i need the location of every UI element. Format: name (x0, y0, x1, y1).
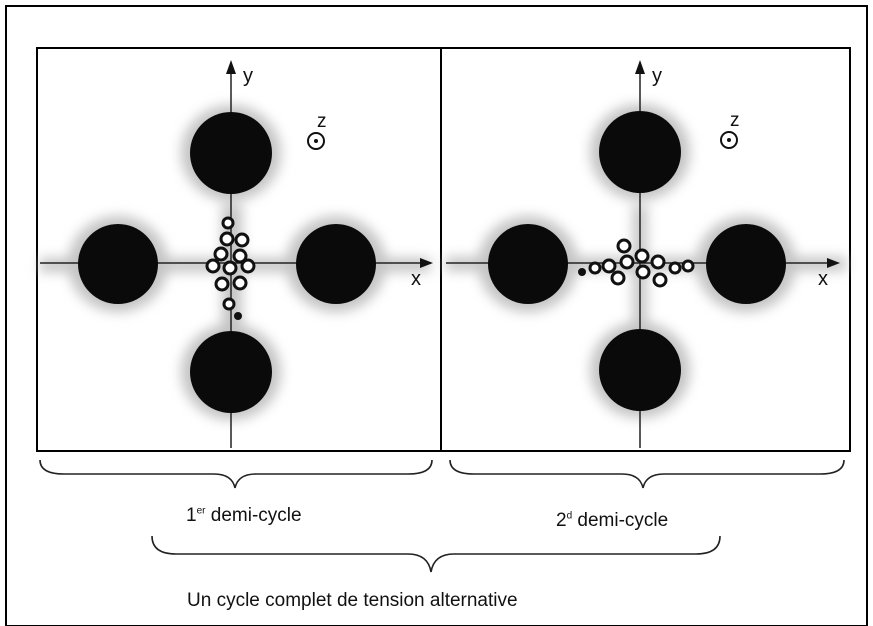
brace-second-half (450, 460, 844, 488)
z-dot-right (727, 138, 731, 142)
ball-left-right (488, 224, 568, 304)
particle-dark-left (234, 312, 242, 320)
z-dot-left (314, 139, 318, 143)
y-arrow-left (226, 60, 236, 74)
panel-second-half-cycle: y z x (446, 60, 846, 448)
ball-top-right (599, 111, 681, 193)
y-label-left: y (243, 65, 253, 87)
y-label-right: y (652, 65, 662, 87)
ball-right-right (706, 224, 786, 304)
particle-dark-right (578, 268, 586, 276)
caption-second-half-cycle: 2d demi-cycle (556, 510, 668, 532)
caption-first-text: demi-cycle (205, 505, 301, 526)
z-label-right: z (730, 110, 740, 131)
caption-second-number: 2 (556, 510, 567, 531)
ball-left-left (78, 224, 158, 304)
brace-first-half (40, 460, 432, 488)
x-label-left: x (411, 268, 421, 290)
ball-bottom-left (190, 331, 272, 413)
y-arrow-right (635, 60, 645, 74)
z-label-left: z (317, 111, 327, 132)
caption-second-text: demi-cycle (572, 510, 668, 531)
caption-full-cycle: Un cycle complet de tension alternative (187, 590, 518, 612)
panel-first-half-cycle: y z x (40, 60, 433, 448)
ball-right-left (296, 224, 376, 304)
outer-frame (6, 6, 867, 626)
ball-bottom-right (599, 329, 681, 411)
x-label-right: x (818, 268, 828, 290)
brace-full-cycle (152, 536, 720, 572)
caption-first-number: 1 (186, 505, 197, 526)
ball-top-left (190, 112, 272, 194)
caption-first-half-cycle: 1er demi-cycle (186, 505, 302, 527)
